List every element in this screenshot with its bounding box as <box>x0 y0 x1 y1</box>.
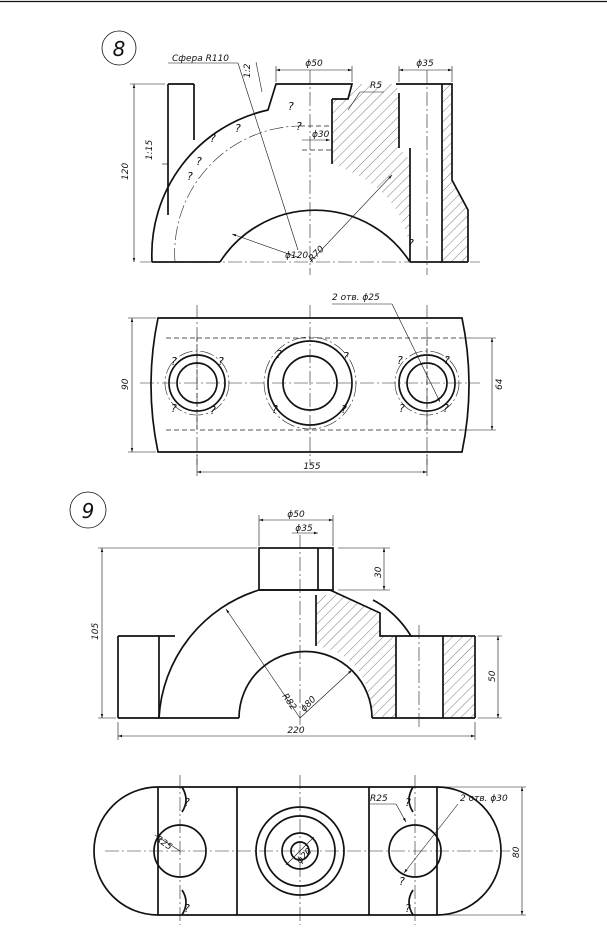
fig8-q6: ? <box>296 120 302 133</box>
fig8-q10: ? <box>171 402 177 415</box>
fig8-q13: ? <box>343 350 349 363</box>
fig8-q17: ? <box>444 354 450 367</box>
fig9-top-view <box>94 775 510 925</box>
fig9-q5: ? <box>399 875 405 888</box>
fig8-q8: ? <box>171 355 177 368</box>
fig8-q5: ? <box>187 170 193 183</box>
fig8-top-dimensions <box>128 304 496 476</box>
fig8-dim-d50: ϕ50 <box>305 59 323 69</box>
fig8-q15: ? <box>341 403 347 416</box>
fig8-dim-r5: R5 <box>370 81 382 91</box>
fig8-dim-holes: 2 отв. ϕ25 <box>332 293 380 303</box>
fig8-number: 8 <box>113 37 126 61</box>
fig9-dim-h50: 50 <box>488 670 498 682</box>
fig8-q3: ? <box>210 132 216 145</box>
fig9-dim-d50: ϕ50 <box>287 510 305 520</box>
fig9-q1: ? <box>184 796 190 809</box>
fig9-dim-d35: ϕ35 <box>295 524 313 534</box>
fig9-dim-d20: ϕ20 <box>295 847 315 867</box>
fig8-q4: ? <box>196 155 202 168</box>
fig8-q7: ? <box>408 237 414 250</box>
fig9-dim-h105: 105 <box>91 623 101 640</box>
fig8-taper-1-2: 1:2 <box>243 63 253 78</box>
fig8-q19: ? <box>443 402 449 415</box>
fig8-dim-w90: 90 <box>121 378 131 390</box>
fig9-q2: ? <box>184 902 190 915</box>
fig9-q4: ? <box>405 902 411 915</box>
fig9-front-view <box>118 535 475 730</box>
fig9-dim-r25-right: R25 <box>370 794 388 804</box>
fig8-q18: ? <box>399 402 405 415</box>
fig8-dim-d35: ϕ35 <box>416 59 434 69</box>
fig9-q3: ? <box>405 796 411 809</box>
fig8-q14: ? <box>272 403 278 416</box>
fig8-top-view <box>140 305 480 465</box>
fig8-q11: ? <box>210 404 216 417</box>
fig8-q12: ? <box>276 348 282 361</box>
fig8-dim-d30: ϕ30 <box>312 130 330 140</box>
fig8-q1: ? <box>288 100 294 113</box>
fig9-dim-w80: 80 <box>512 846 522 858</box>
fig8-dim-h120: 120 <box>121 163 131 180</box>
fig8-dim-w64: 64 <box>495 378 505 390</box>
figure-9: 9 <box>70 492 526 925</box>
fig9-dim-r25-left: R25 <box>153 834 173 853</box>
fig9-dim-d80: ϕ80 <box>299 695 319 715</box>
fig8-dim-d120: ϕ120 <box>285 251 308 261</box>
fig8-sphere-label: Сфера R110 <box>172 54 229 64</box>
fig9-dim-r82: R82 <box>280 692 299 712</box>
fig8-q9: ? <box>218 355 224 368</box>
fig8-dim-l155: 155 <box>303 462 320 472</box>
fig9-hatch-right <box>443 636 475 718</box>
figure-8: 8 <box>102 31 505 476</box>
fig9-dim-l220: 220 <box>287 726 304 736</box>
fig9-dim-h30: 30 <box>374 566 384 578</box>
fig9-dim-holes: 2 отв. ϕ30 <box>460 794 508 804</box>
fig9-number: 9 <box>82 499 95 523</box>
fig8-q2: ? <box>235 122 241 135</box>
fig8-hatch-right <box>442 84 468 262</box>
fig8-q16: ? <box>397 354 403 367</box>
fig8-taper-1-15: 1:15 <box>145 140 155 160</box>
